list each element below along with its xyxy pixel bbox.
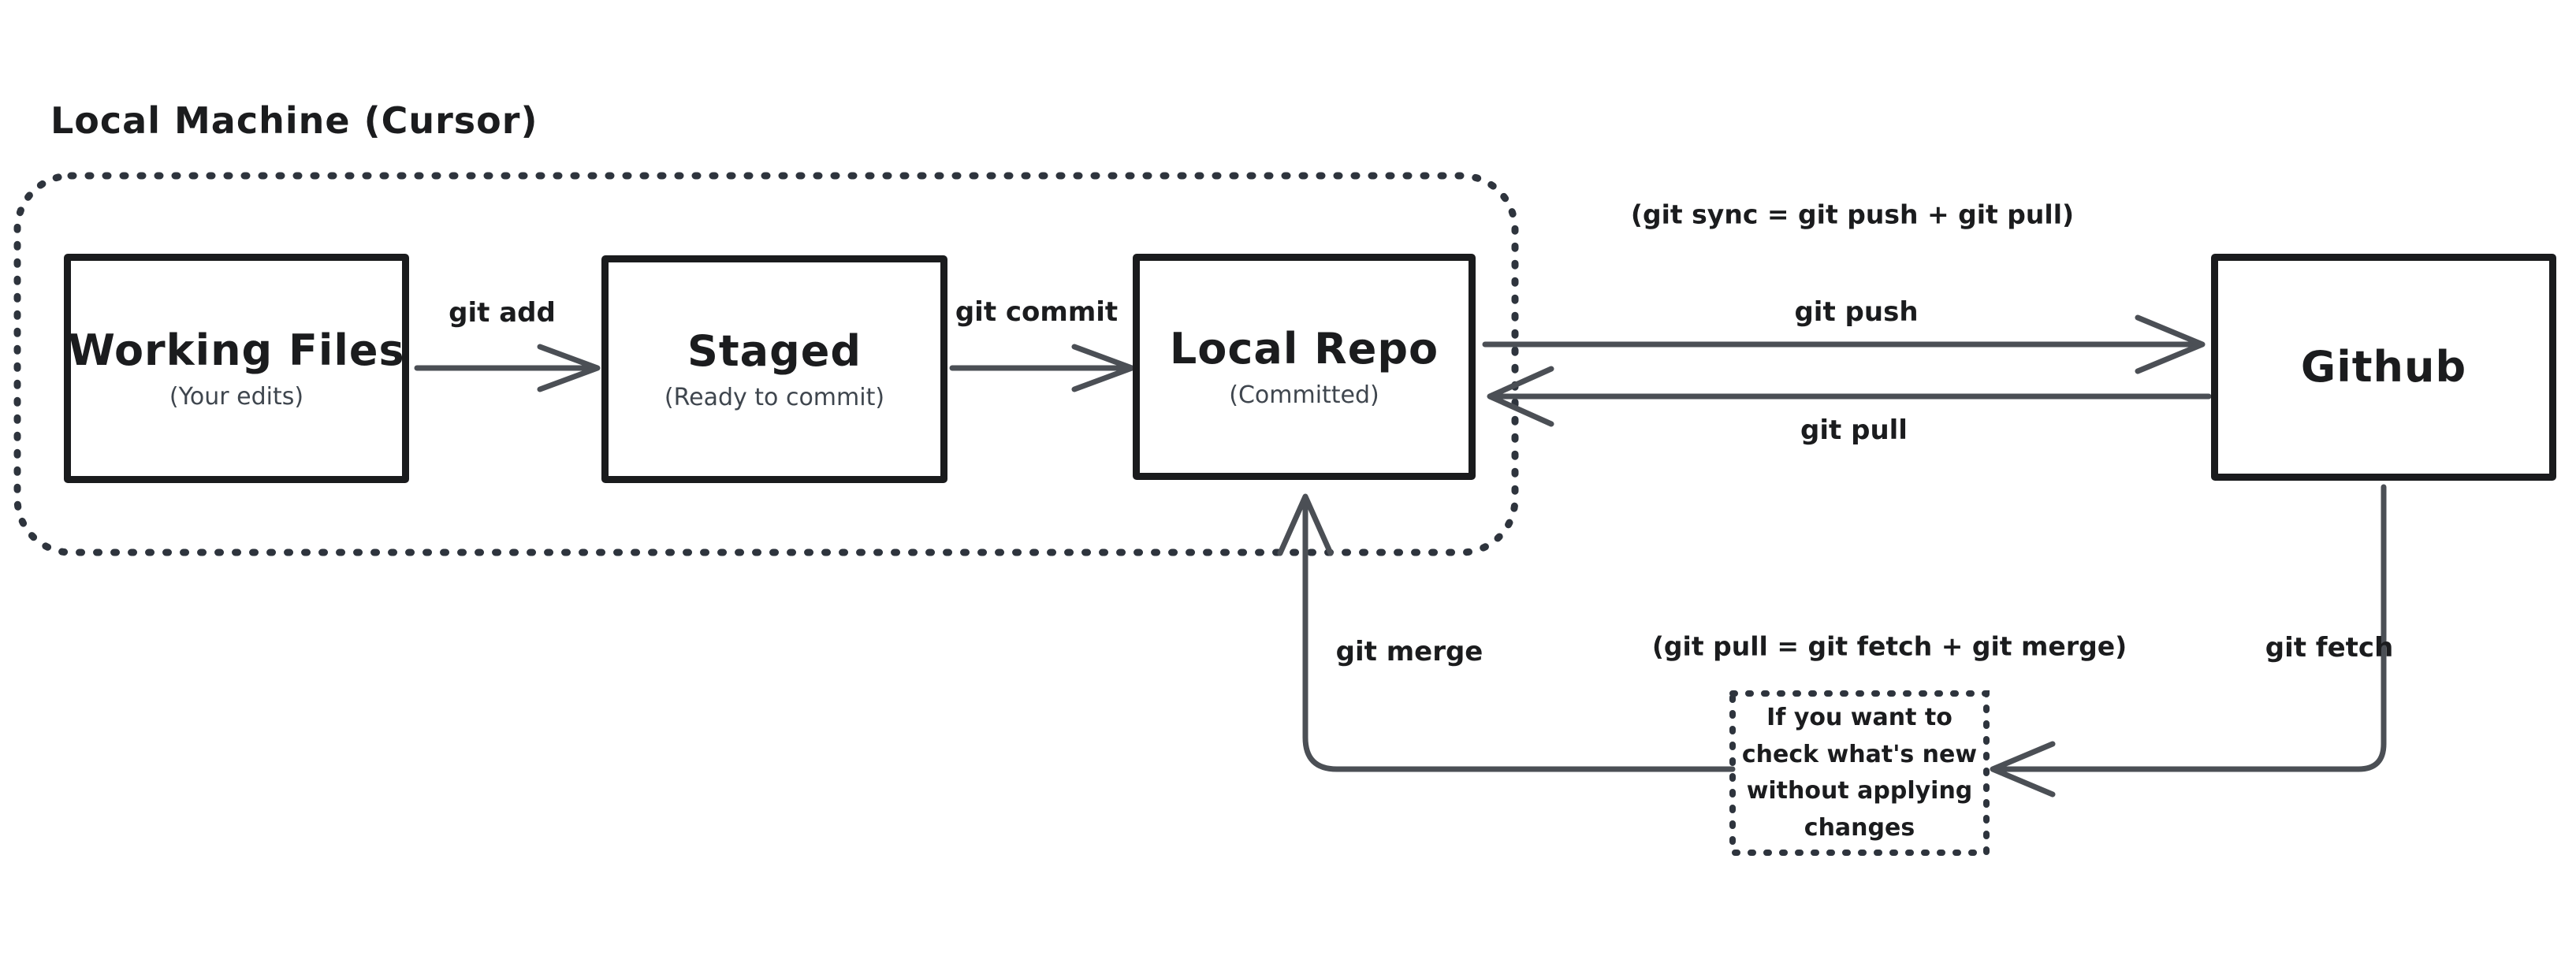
git-commit-arrow	[949, 344, 1135, 392]
staged-label: Staged	[687, 326, 862, 377]
local-machine-dotted-container	[13, 172, 1519, 556]
git-commit-label: git commit	[955, 296, 1119, 328]
github-node: Github	[2211, 254, 2556, 481]
git-push-arrow	[1482, 314, 2206, 374]
git-fetch-label: git fetch	[2265, 632, 2394, 664]
git-pull-equation-label: (git pull = git fetch + git merge)	[1651, 630, 2127, 662]
local-repo-label: Local Repo	[1169, 324, 1439, 374]
git-pull-arrow	[1487, 366, 2212, 427]
staged-node: Staged (Ready to commit)	[601, 255, 947, 483]
local-repo-node: Local Repo (Committed)	[1133, 254, 1476, 480]
staged-sublabel: (Ready to commit)	[664, 383, 885, 411]
fetch-note-text: If you want to check what's new without …	[1741, 704, 1978, 842]
diagram-title: Local Machine (Cursor)	[50, 99, 538, 142]
github-label: Github	[2300, 341, 2467, 392]
working-files-label: Working Files	[68, 325, 405, 376]
git-add-label: git add	[449, 297, 556, 329]
git-pull-label: git pull	[1800, 415, 1908, 446]
git-fetch-arrow	[1990, 484, 2387, 798]
git-merge-arrow	[1277, 493, 1736, 772]
working-files-node: Working Files (Your edits)	[64, 254, 409, 483]
working-files-sublabel: (Your edits)	[169, 382, 304, 411]
git-sync-equation-label: (git sync = git push + git pull)	[1630, 199, 2075, 230]
git-merge-label: git merge	[1335, 636, 1483, 667]
git-push-label: git push	[1794, 296, 1919, 328]
git-add-arrow	[414, 344, 601, 392]
local-repo-sublabel: (Committed)	[1229, 381, 1379, 409]
fetch-note-dotted-box	[1729, 690, 1990, 856]
